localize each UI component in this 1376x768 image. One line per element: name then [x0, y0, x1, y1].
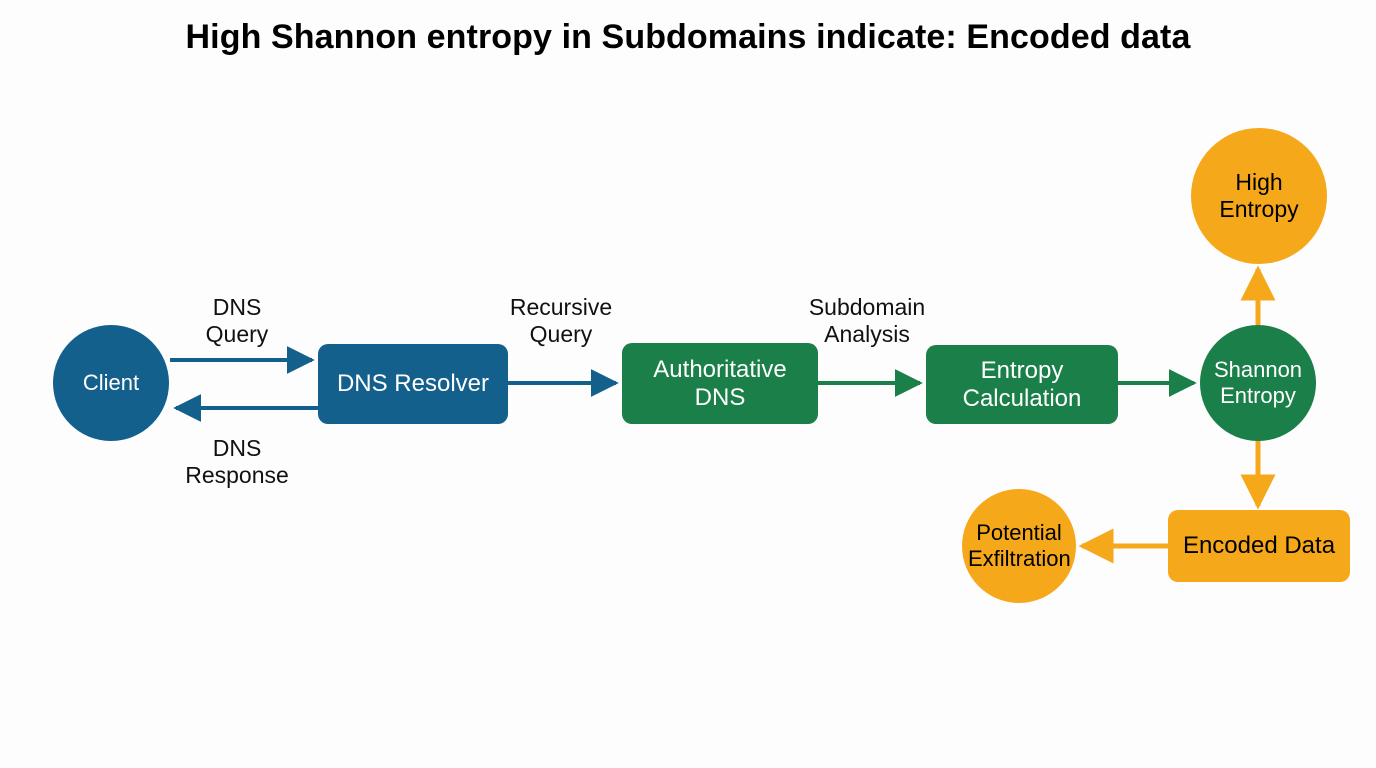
node-authoritative-dns-label: Authoritative DNS: [653, 355, 787, 411]
node-authoritative-dns[interactable]: Authoritative DNS: [622, 343, 818, 424]
node-entropy-calculation-label: Entropy Calculation: [962, 356, 1082, 412]
node-dns-resolver-label: DNS Resolver: [336, 370, 490, 398]
edge-label-dns-response: DNS Response: [185, 435, 289, 489]
edge-label-dns-query: DNS Query: [205, 294, 269, 348]
node-encoded-data-label: Encoded Data: [1182, 532, 1336, 560]
node-shannon-entropy[interactable]: Shannon Entropy: [1200, 325, 1316, 441]
node-entropy-calculation[interactable]: Entropy Calculation: [926, 345, 1118, 424]
node-high-entropy-label: High Entropy: [1219, 169, 1299, 222]
node-client[interactable]: Client: [53, 325, 169, 441]
edge-label-recursive-query: Recursive Query: [509, 294, 613, 348]
node-encoded-data[interactable]: Encoded Data: [1168, 510, 1350, 582]
node-potential-exfiltration-label: Potential Exfiltration: [968, 520, 1071, 571]
node-potential-exfiltration[interactable]: Potential Exfiltration: [962, 489, 1076, 603]
node-high-entropy[interactable]: High Entropy: [1191, 128, 1327, 264]
node-dns-resolver[interactable]: DNS Resolver: [318, 344, 508, 424]
page-title: High Shannon entropy in Subdomains indic…: [185, 18, 1191, 56]
edge-label-subdomain-analysis: Subdomain Analysis: [808, 294, 926, 348]
node-shannon-entropy-label: Shannon Entropy: [1213, 357, 1303, 408]
node-client-label: Client: [82, 370, 140, 396]
